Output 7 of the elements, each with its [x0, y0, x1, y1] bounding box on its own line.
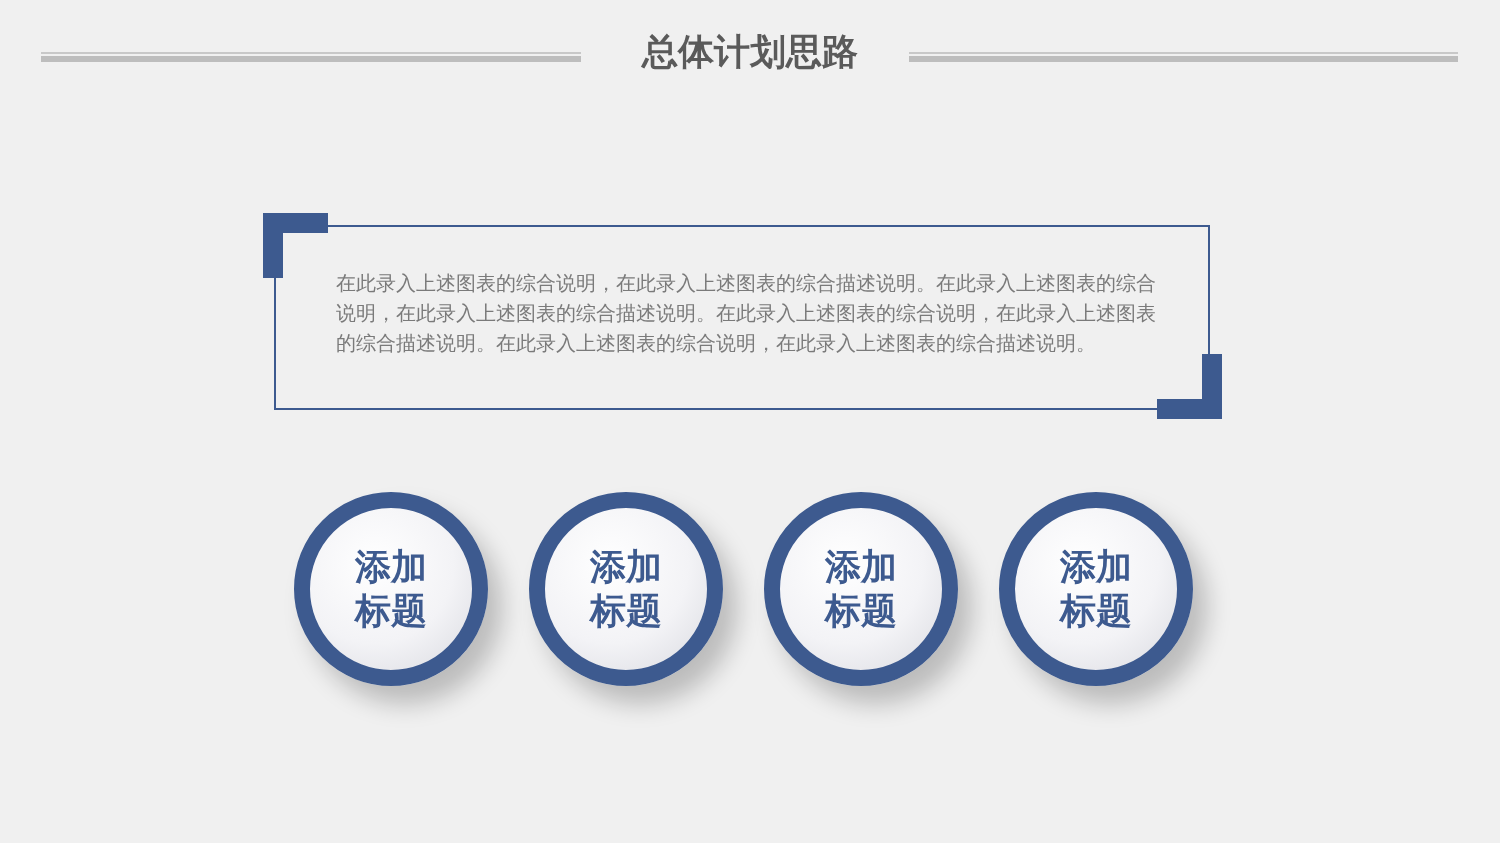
badge-title: 添加标题 — [588, 545, 663, 633]
badge-title: 添加标题 — [353, 545, 428, 633]
text-frame — [274, 225, 1210, 410]
badge-title: 添加标题 — [823, 545, 898, 633]
page-title: 总体计划思路 — [640, 30, 859, 74]
description-paragraph: 在此录入上述图表的综合说明，在此录入上述图表的综合描述说明。在此录入上述图表的综合说明，在此录入上述图表的综合描述说明。在此录入上述图表的综合说明，在此录入上述图表的综合描述说明。在此录入上述图表的综合说明，在此录入上述图表的综合描述说明。 — [336, 271, 1156, 357]
badge-title: 添加标题 — [1058, 545, 1133, 633]
